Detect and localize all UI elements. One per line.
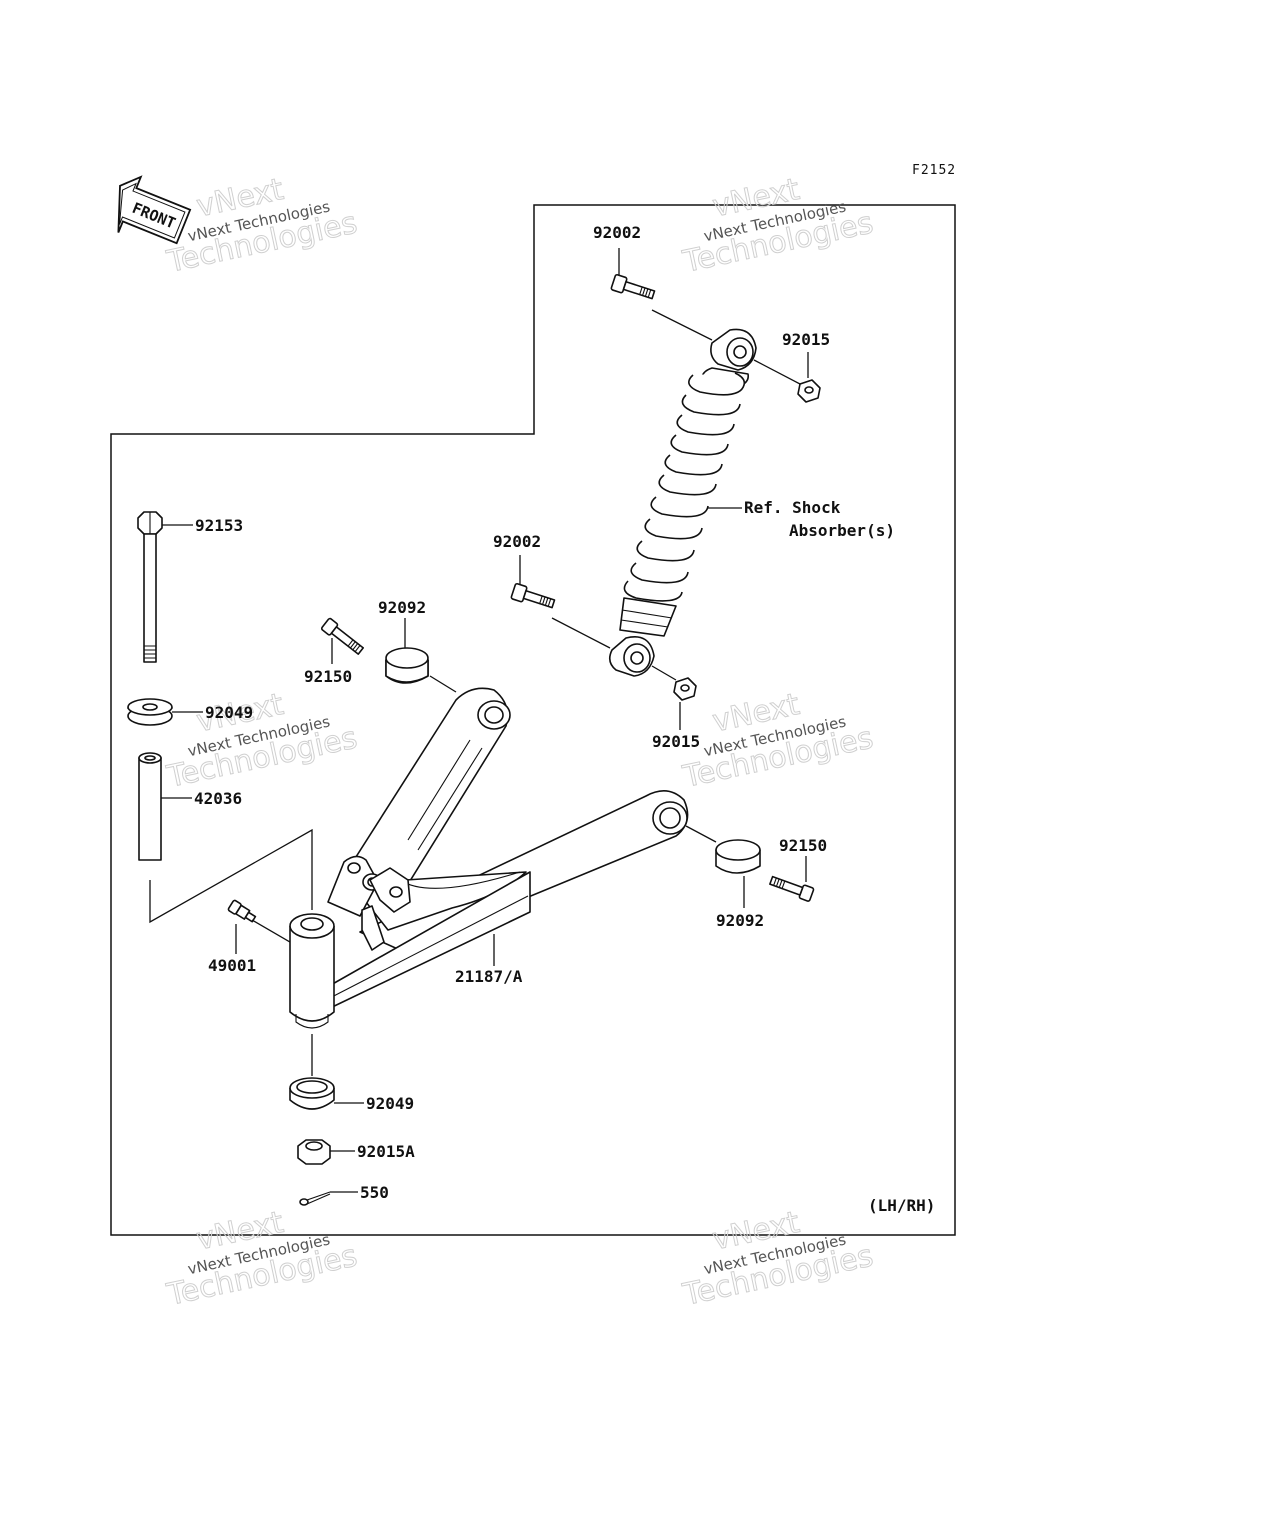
diagram-frame [110,204,956,1236]
label-92092-rear: 92092 [716,911,764,930]
nut-bottom-drawing [297,1139,355,1165]
shock-lower-eye-drawing [608,636,697,730]
label-42036: 42036 [194,789,242,808]
label-92049-top: 92049 [205,703,253,722]
label-92002-lower: 92002 [493,532,541,551]
watermark: vNext vNext Technologies Technologies [679,687,877,796]
pivot-bolt-drawing [137,511,193,663]
sleeve-drawing [138,752,192,861]
label-550: 550 [360,1183,389,1202]
side-note: (LH/RH) [868,1196,935,1215]
watermark: vNext vNext Technologies Technologies [679,172,877,281]
front-bolt-drawing [320,617,364,664]
label-92150-front: 92150 [304,667,352,686]
shock-upper-eye-drawing [710,328,821,403]
label-92015-upper: 92015 [782,330,830,349]
seal-bottom-drawing [289,1077,364,1110]
label-92049-bottom: 92049 [366,1094,414,1113]
watermark: vNext vNext Technologies Technologies [679,1205,877,1314]
front-bushing-drawing [385,618,457,693]
grease-nipple-drawing [227,899,291,954]
label-92002-upper: 92002 [593,223,641,242]
watermark: vNext vNext Technologies Technologies [163,687,361,796]
watermark: vNext vNext Technologies Technologies [163,1205,361,1314]
label-49001: 49001 [208,956,256,975]
figure-code: F2152 [912,163,956,178]
label-21187a: 21187/A [455,967,523,986]
label-92015a: 92015A [357,1142,415,1161]
washer-top-drawing [127,698,203,726]
label-92092-front: 92092 [378,598,426,617]
rear-bushing-drawing [685,825,761,908]
shock-absorber-drawing [619,367,750,637]
rear-bolt-drawing [769,856,815,902]
front-arrow-icon: FRONT [117,175,192,245]
label-92153: 92153 [195,516,243,535]
shock-ref-label-line2: Absorber(s) [789,521,895,540]
shock-ref-label: Ref. Shock [744,498,841,517]
a-arm-drawing [289,687,689,1029]
upper-shock-bolt-drawing [610,248,713,341]
lower-shock-bolt-drawing [510,555,611,649]
label-92015-lower: 92015 [652,732,700,751]
cotter-pin-drawing [299,1191,358,1206]
label-92150-rear: 92150 [779,836,827,855]
